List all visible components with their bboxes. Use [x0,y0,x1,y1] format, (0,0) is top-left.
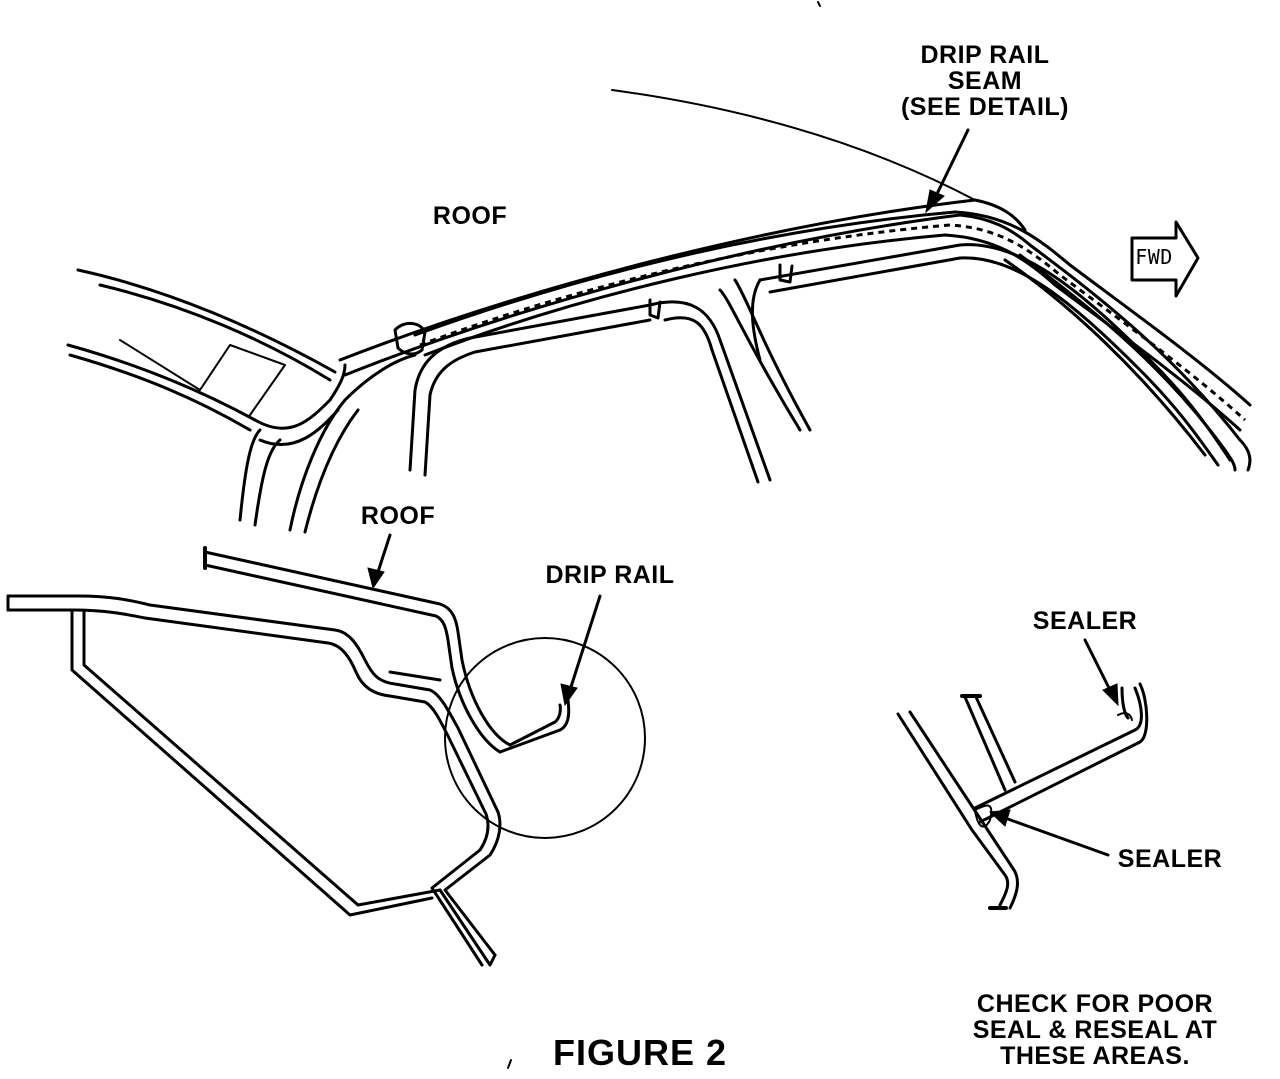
sealer-top-label: SEALER [1032,607,1138,635]
detail-view [896,638,1149,910]
drip-rail-seam-label: DRIP RAIL SEAM (SEE DETAIL) [900,41,1070,121]
roof-section-label: ROOF [360,502,436,530]
stray-mark [817,1,821,7]
figure-title: FIGURE 2 [552,1032,728,1073]
roof-perspective-view [66,89,1252,534]
section-view [6,533,646,967]
check-seal-note: CHECK FOR POOR SEAL & RESEAL AT THESE AR… [972,990,1218,1070]
roof-top-label: ROOF [432,202,508,230]
drip-rail-label: DRIP RAIL [545,561,675,589]
sealer-bottom-label: SEALER [1117,845,1223,873]
stray-mark [507,1059,512,1069]
fwd-label: FWD [1135,245,1173,269]
